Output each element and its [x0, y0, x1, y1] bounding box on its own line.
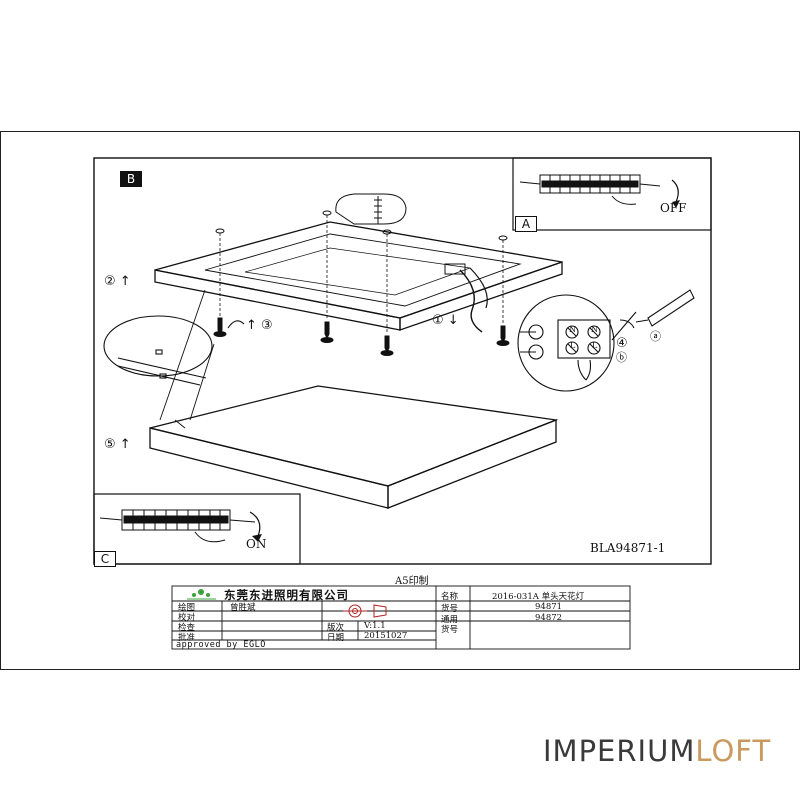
- item-label: 货号: [441, 604, 459, 614]
- terminal-strip-on: [99, 509, 256, 543]
- detail-a-box: [512, 157, 712, 231]
- check-label: 校对: [178, 613, 196, 623]
- wall-plug-callout: [335, 193, 407, 225]
- step-5: ⑤ ↑: [104, 437, 131, 452]
- company-logo: [187, 589, 216, 600]
- drawing-code: BLA94871-1: [590, 541, 666, 555]
- step-3: ↑ ③: [246, 318, 273, 333]
- company-name: 东莞东进照明有限公司: [224, 588, 349, 602]
- general-label-2: 货号: [441, 625, 459, 635]
- label-c: C: [94, 551, 116, 567]
- label-b: B: [120, 171, 142, 187]
- terminal-n-right: N: [591, 325, 598, 334]
- clip-detail-magnifier: [103, 315, 213, 386]
- terminal-strip-off: [519, 174, 661, 205]
- item-value: 94871: [535, 602, 563, 612]
- general-label: 通用: [441, 615, 459, 625]
- screws: [213, 317, 510, 356]
- ceiling-base-plate: [154, 221, 563, 331]
- detail-c-box: [93, 493, 301, 565]
- label-a: A: [515, 216, 537, 232]
- curved-arrow-off: [671, 179, 679, 203]
- date-label: 日期: [327, 633, 345, 643]
- general-value: 94872: [535, 613, 563, 623]
- step-4: ④: [616, 336, 628, 351]
- terminal-n-left: N: [569, 325, 576, 334]
- step-2: ② ↑: [104, 274, 131, 289]
- supply-wire: [459, 269, 483, 333]
- watermark-part2: LOFT: [695, 734, 772, 768]
- name-value: 2016-031A 单头天花灯: [492, 592, 585, 602]
- step-1: ① ↓: [432, 313, 459, 328]
- inspect-label: 检查: [178, 623, 196, 633]
- date-value: 20151027: [364, 631, 408, 641]
- terminal-l-left: L: [570, 341, 576, 350]
- lamp-diffuser: [149, 385, 559, 509]
- step-a: ⓐ: [650, 330, 661, 343]
- imperiumloft-watermark: IMPERIUMLOFT: [543, 734, 771, 768]
- version-label: 版次: [327, 623, 345, 633]
- connection-detail: [517, 294, 637, 392]
- watermark-part1: IMPERIUM: [543, 734, 696, 768]
- curved-arrow-on: [249, 511, 261, 537]
- off-label: OFF: [660, 201, 687, 215]
- screwdriver: [619, 289, 695, 329]
- name-label: 名称: [441, 592, 459, 602]
- approve-label: 批准: [178, 633, 196, 643]
- terminal-l-right: L: [592, 341, 598, 350]
- version-value: V:1.1: [364, 621, 386, 631]
- drawn-label: 绘图: [178, 603, 196, 613]
- drawn-value: 曾胜斌: [230, 603, 256, 613]
- step-b: ⓑ: [616, 351, 627, 364]
- approved-by: approved by EGLO: [176, 640, 266, 650]
- on-label: ON: [246, 537, 267, 551]
- print-note: A5印制: [395, 576, 429, 587]
